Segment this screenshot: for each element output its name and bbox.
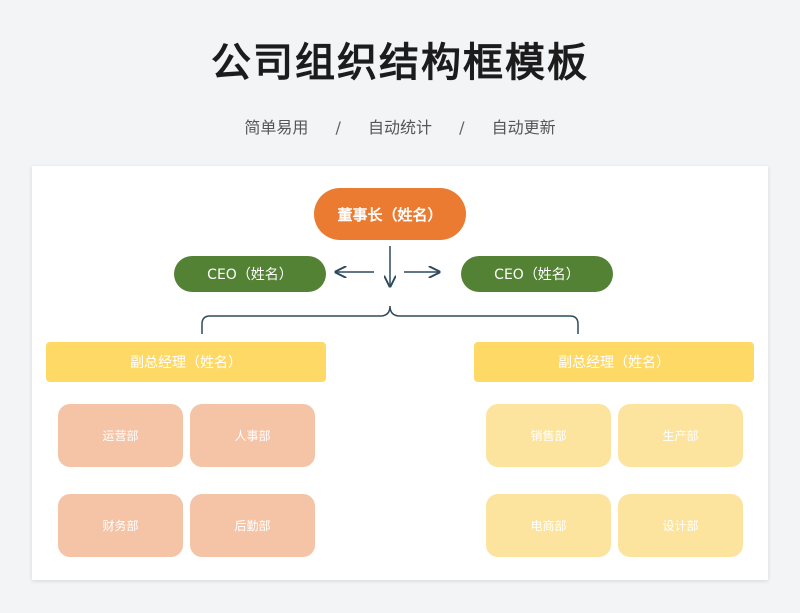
dept-hr: 人事部 [190, 404, 315, 467]
ceo-node-right: CEO（姓名） [461, 256, 613, 292]
subtitle-item: 简单易用 [244, 118, 309, 137]
subtitle-separator: / [335, 118, 341, 137]
dept-logistics: 后勤部 [190, 494, 315, 557]
subtitle-item: 自动统计 [367, 118, 432, 137]
ceo-node-left: CEO（姓名） [174, 256, 326, 292]
connector-lines [201, 246, 579, 334]
vp-node-left: 副总经理（姓名） [46, 342, 326, 382]
dept-operations: 运营部 [58, 404, 183, 467]
dept-finance: 财务部 [58, 494, 183, 557]
dept-design: 设计部 [618, 494, 743, 557]
vp-node-right: 副总经理（姓名） [474, 342, 754, 382]
subtitle-item: 自动更新 [491, 118, 556, 137]
subtitle-separator: / [459, 118, 465, 137]
dept-production: 生产部 [618, 404, 743, 467]
org-chart-card: 董事长（姓名） CEO（姓名） CEO（姓名） 副总经理（姓名） 副总经理（姓名… [32, 166, 768, 580]
brace-connector [201, 305, 579, 334]
dept-ecommerce: 电商部 [486, 494, 611, 557]
page-title: 公司组织结构框模板 [211, 40, 589, 86]
subtitle: 简单易用 / 自动统计 / 自动更新 [0, 114, 800, 138]
dept-sales: 销售部 [486, 404, 611, 467]
chairman-node: 董事长（姓名） [314, 188, 466, 240]
